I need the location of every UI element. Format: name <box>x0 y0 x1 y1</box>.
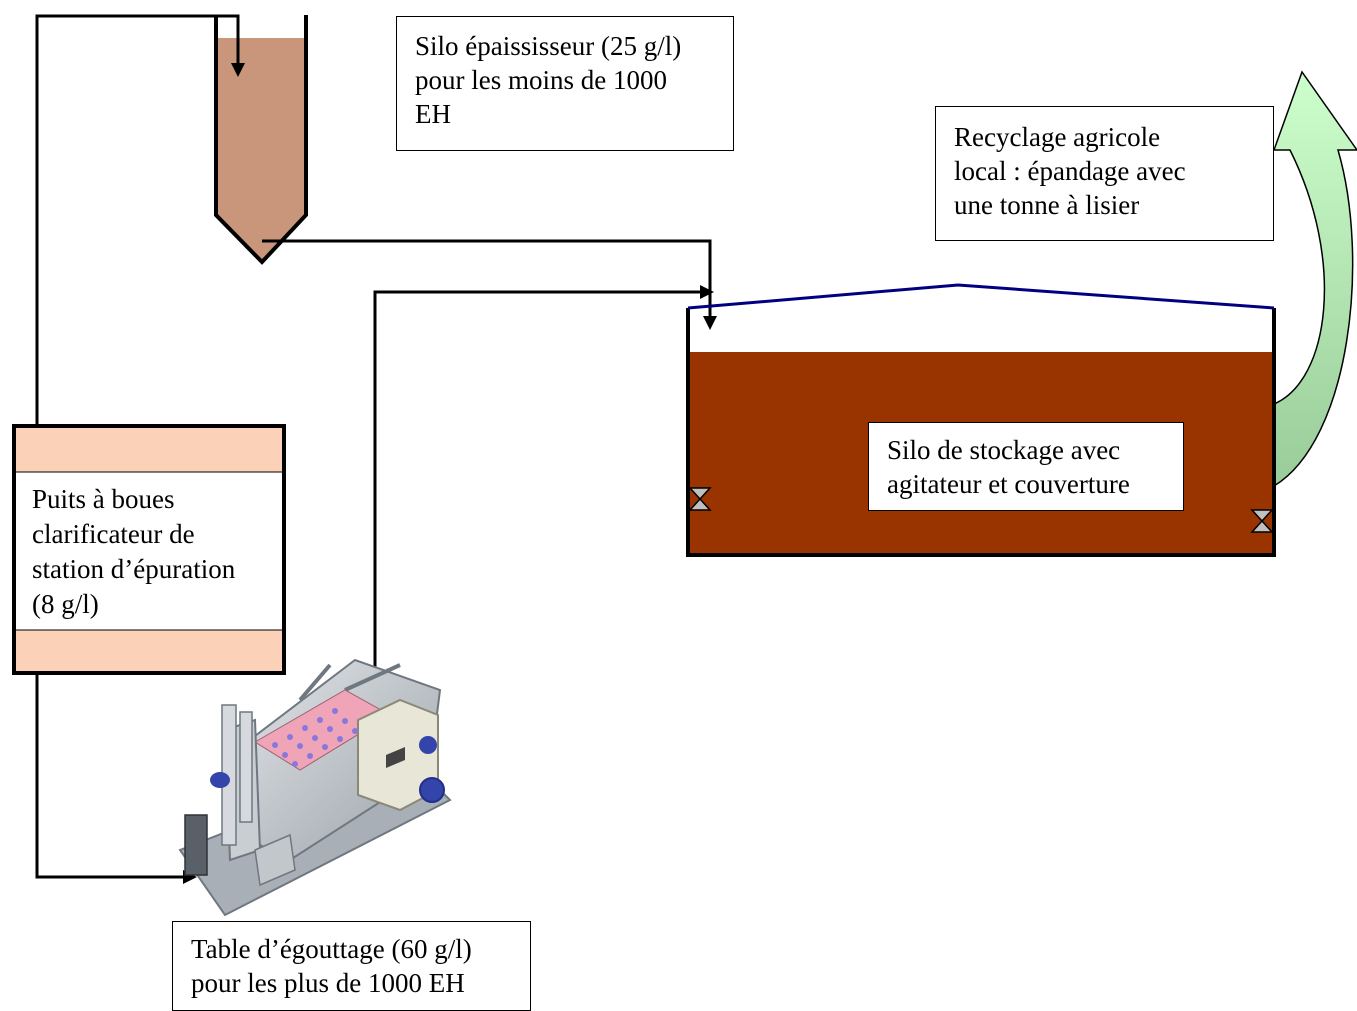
thickener-label-line: EH <box>415 99 451 129</box>
drainage-table-machine-illustration <box>178 658 452 917</box>
arrowhead-into-thickener <box>231 63 245 77</box>
thickener-sludge <box>216 38 306 262</box>
valve-right-icon <box>1250 509 1274 533</box>
thickener-label-line: Silo épaississeur (25 g/l) <box>415 31 682 61</box>
storage-silo-label: Silo de stockage avec agitateur et couve… <box>868 422 1184 511</box>
flow-well-to-thickener <box>35 14 240 426</box>
sludge-well-label-line: clarificateur de <box>32 519 195 549</box>
storage-silo-label-line: agitateur et couverture <box>887 469 1130 499</box>
agricultural-recycling-label: Recyclage agricole local : épandage avec… <box>935 106 1274 241</box>
storage-cover <box>687 283 1275 310</box>
well-band-bottom <box>14 630 284 673</box>
valve-left-icon <box>688 487 712 511</box>
thickener-wall <box>214 15 308 265</box>
arrowhead-to-storage-top <box>700 285 714 299</box>
drainage-table-label: Table d’égouttage (60 g/l) pour les plus… <box>172 921 531 1011</box>
sludge-well-label-line: (8 g/l) <box>32 589 99 619</box>
thickener-label: Silo épaississeur (25 g/l) pour les moin… <box>396 16 734 151</box>
sludge-well <box>12 424 286 675</box>
storage-silo <box>686 283 1276 557</box>
drainage-table-label-line: pour les plus de 1000 EH <box>191 968 465 998</box>
thickener-silo <box>214 15 308 265</box>
sludge-well-label-line: Puits à boues <box>32 484 175 514</box>
agricultural-recycling-label-line: Recyclage agricole <box>954 122 1161 152</box>
storage-silo-label-line: Silo de stockage avec <box>887 435 1121 465</box>
flow-thickener-to-storage <box>262 239 712 322</box>
agricultural-recycling-label-line: une tonne à lisier <box>954 190 1140 220</box>
well-frame <box>12 424 286 675</box>
drainage-table-label-line: Table d’égouttage (60 g/l) <box>191 934 472 964</box>
thickener-label-line: pour les moins de 1000 <box>415 65 667 95</box>
flow-lines <box>35 14 712 879</box>
recycle-arrow <box>1272 70 1357 488</box>
agricultural-recycling-label-line: local : épandage avec <box>954 156 1186 186</box>
arrowhead-into-storage <box>703 316 717 330</box>
well-band-top <box>14 426 284 472</box>
sludge-well-label: Puits à boues clarificateur de station d… <box>16 474 282 628</box>
storage-wall <box>686 308 1276 557</box>
flow-well-to-table <box>35 672 188 879</box>
sludge-well-label-line: station d’épuration <box>32 554 236 584</box>
flow-table-to-storage <box>373 290 705 715</box>
